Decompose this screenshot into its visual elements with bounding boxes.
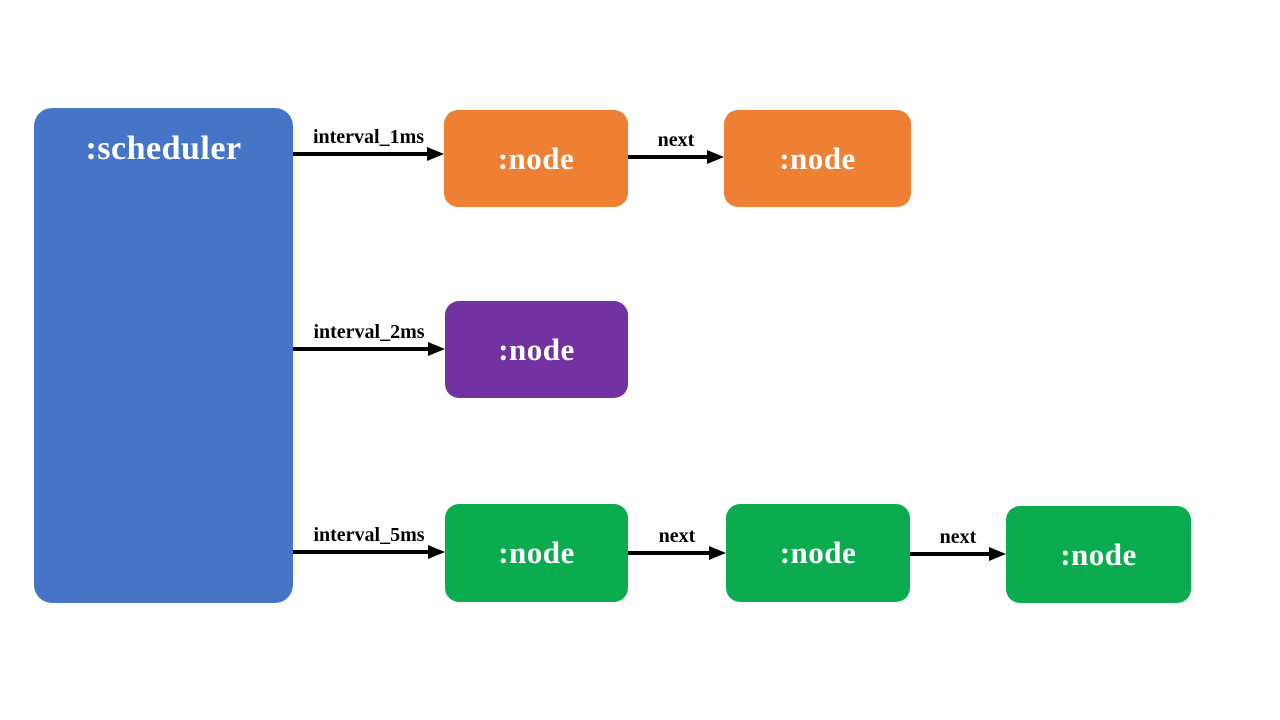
arrow-line [628,551,714,555]
arrow-line [293,550,433,554]
node-label: :node [779,535,857,570]
node-5ms-third: :node [1006,506,1191,603]
edge-label: next [658,525,696,547]
arrow-next-1ms: next [628,129,724,164]
edge-label: next [657,129,695,151]
node-2ms-first: :node [445,301,628,398]
arrow-line [293,347,433,351]
node-label: :node [498,331,575,367]
arrow-line [628,155,712,159]
arrow-interval-5ms: interval_5ms [293,524,445,559]
node-1ms-first: :node [444,110,628,207]
arrowhead-icon [989,547,1006,561]
node-1ms-second: :node [724,110,911,207]
node-5ms-second: :node [726,504,910,602]
node-label: :node [498,535,575,570]
node-5ms-first: :node [445,504,628,602]
node-label: :node [779,140,856,176]
arrowhead-icon [428,342,445,356]
scheduler-label: :scheduler [85,130,242,167]
node-label: :node [1060,536,1137,572]
edge-label: interval_2ms [313,321,425,343]
arrow-interval-1ms: interval_1ms [293,126,444,161]
scheduler-node: :scheduler [34,108,293,603]
arrow-line [293,152,432,156]
arrowhead-icon [427,147,444,161]
arrow-next-5ms-1: next [628,525,726,560]
arrowhead-icon [428,545,445,559]
arrowhead-icon [707,150,724,164]
edge-label: interval_1ms [312,126,425,148]
edge-label: interval_5ms [313,524,425,546]
arrowhead-icon [709,546,726,560]
arrow-next-5ms-2: next [910,526,1006,561]
edge-label: next [939,526,977,548]
arrow-line [910,552,994,556]
node-label: :node [497,140,575,176]
arrow-interval-2ms: interval_2ms [293,321,445,356]
